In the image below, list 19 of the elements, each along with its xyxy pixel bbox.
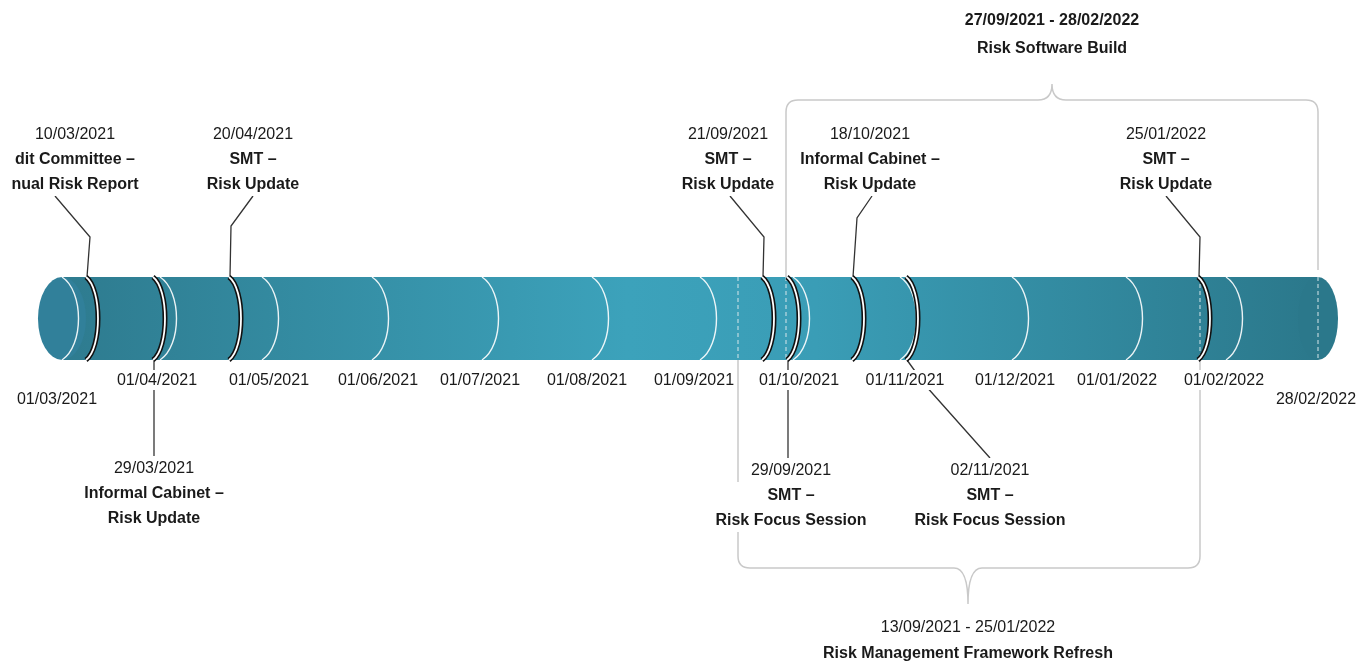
ring-marker: [760, 275, 777, 362]
ring-marker: [151, 275, 168, 362]
leader-line: [229, 195, 254, 278]
axis-date-label: 01/11/2021: [864, 370, 946, 390]
ring-marker: [904, 275, 921, 362]
leader-line: [852, 195, 873, 278]
leader-line: [54, 195, 91, 278]
axis-date-label: 01/04/2021: [115, 370, 199, 390]
axis-date-label: 01/10/2021: [757, 370, 841, 390]
leader-line: [1165, 195, 1201, 278]
ring-marker: [1196, 275, 1213, 362]
leader-line: [729, 195, 765, 278]
period-title: Risk Management Framework Refresh: [822, 643, 1114, 663]
ring-marker: [850, 275, 867, 362]
ring-marker: [84, 275, 101, 362]
ring-marker: [785, 275, 802, 362]
axis-date-label: 01/02/2022: [1182, 370, 1266, 390]
ring-marker: [227, 275, 244, 362]
event-title: SMT – Risk Focus Session: [713, 482, 869, 532]
